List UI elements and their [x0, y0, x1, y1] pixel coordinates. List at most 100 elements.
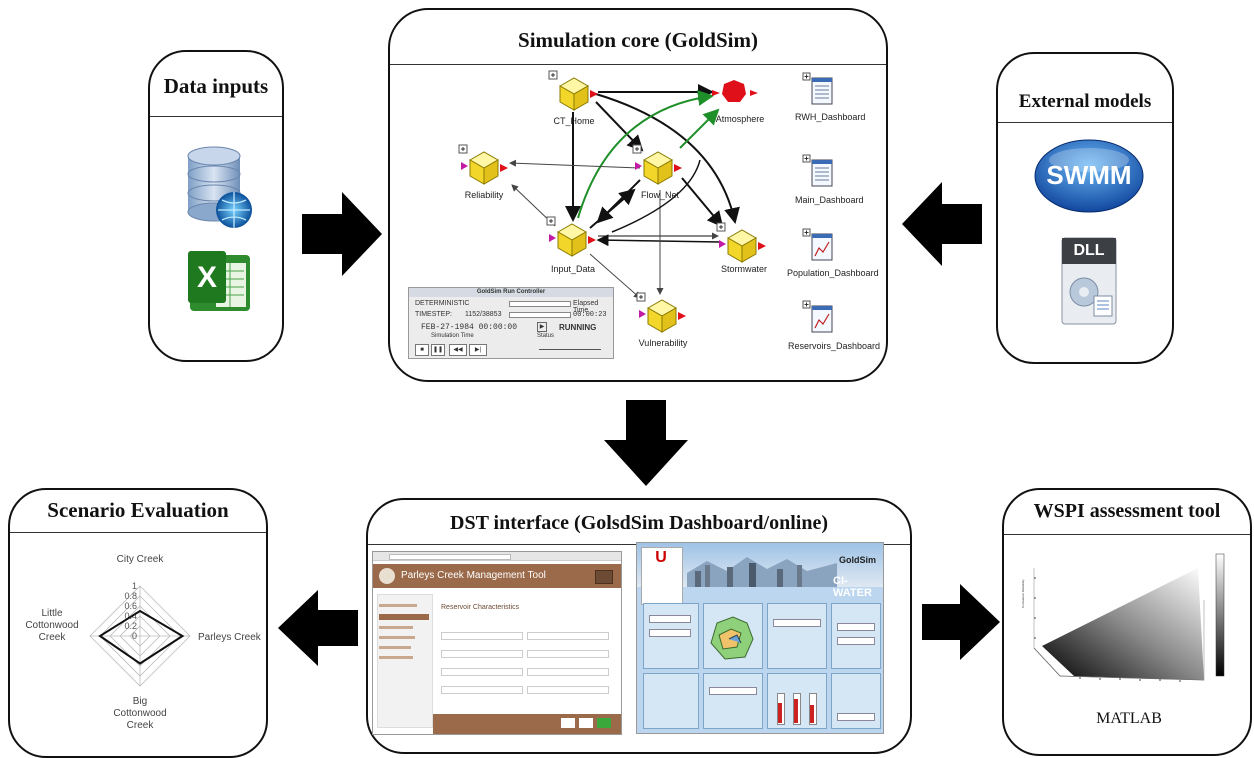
progress-bar [509, 301, 571, 307]
radar-series-line [98, 609, 185, 665]
progress-bar [509, 312, 571, 318]
data-inputs-title: Data inputs [163, 74, 269, 98]
gauge-fill [810, 705, 814, 723]
external-models-panel: External models SWMM DLL [996, 52, 1174, 364]
footer-button-primary[interactable] [597, 718, 611, 728]
goldsim-dashboard-screenshot: U GoldSim CI-WATER [636, 542, 884, 734]
link-flownet-atmos-green [679, 108, 720, 149]
form-input[interactable] [441, 686, 523, 694]
arrow-external-to-core [902, 182, 982, 266]
pause-button[interactable]: ❚❚ [431, 344, 445, 356]
divider [390, 64, 886, 65]
form-input[interactable] [441, 632, 523, 640]
tool-header [373, 564, 621, 588]
form-input[interactable] [527, 650, 609, 658]
dashboard-label-population: Population_Dashboard [787, 268, 879, 278]
status-label: Status [537, 333, 555, 339]
sidebar-item[interactable] [379, 626, 413, 629]
sidebar-item[interactable] [379, 636, 415, 639]
run-mode: DETERMINISTIC [415, 300, 470, 307]
node-ct-home-label: CT_Home [553, 116, 595, 126]
arrow-core-to-dst [604, 400, 688, 486]
address-bar [389, 554, 511, 560]
run-controller-title: GoldSim Run Controller [409, 288, 613, 297]
sidebar-item[interactable] [379, 656, 413, 659]
node-stormwater-label: Stormwater [720, 264, 767, 274]
link-input-atmos-green [577, 89, 714, 219]
form-input[interactable] [527, 668, 609, 676]
form-input[interactable] [441, 668, 523, 676]
tool-logo-icon [379, 568, 395, 584]
dll-file-icon [1061, 237, 1117, 325]
dashboard-button[interactable] [837, 713, 875, 721]
dashboard-button[interactable] [649, 629, 691, 637]
footer-button[interactable] [561, 718, 575, 728]
svg-text:X: X [197, 261, 217, 294]
speed-slider[interactable] [539, 349, 601, 350]
wspi-panel: WSPI assessment tool Cumulative Reliabil… [1002, 488, 1252, 756]
link-flownet-input-curve [611, 159, 701, 233]
node-reliability-label: Reliability [464, 190, 504, 200]
dashboard-button[interactable] [709, 687, 757, 695]
form-input[interactable] [527, 632, 609, 640]
stop-button[interactable]: ■ [415, 344, 429, 356]
external-models-title: External models [1018, 91, 1152, 112]
dashboard-icon [802, 300, 833, 333]
form-input[interactable] [441, 650, 523, 658]
play-icon[interactable]: ▶ [537, 322, 547, 332]
step-back-button[interactable]: ◀◀ [449, 344, 467, 356]
arrow-data-to-core [302, 192, 382, 276]
node-reliability-icon [458, 144, 508, 185]
link-storm-input [596, 234, 721, 247]
radar-category-label: Parleys Creek [198, 632, 262, 643]
dashboard-button[interactable] [837, 637, 875, 645]
tool-header-button[interactable] [595, 570, 613, 584]
sidebar-active-item[interactable] [379, 614, 429, 620]
wspi-title: WSPI assessment tool [1033, 500, 1221, 522]
simulation-core-title: Simulation core (GoldSim) [518, 28, 758, 52]
dashboard-label-reservoirs: Reservoirs_Dashboard [788, 341, 881, 351]
sidebar-item[interactable] [379, 604, 417, 607]
run-controller: GoldSim Run Controller DETERMINISTIC Ela… [408, 287, 614, 359]
skyline-icon [687, 557, 837, 587]
footer-button[interactable] [579, 718, 593, 728]
sidebar-item[interactable] [379, 646, 411, 649]
dashboard-button[interactable] [649, 615, 691, 623]
dashboard-button[interactable] [773, 619, 821, 627]
radar-category-label: City Creek [117, 554, 165, 565]
tool-title: Parleys Creek Management Tool [401, 570, 546, 581]
step-button[interactable]: ▶| [469, 344, 487, 356]
form-input[interactable] [527, 686, 609, 694]
radar-tick-label: 1 [132, 581, 137, 591]
swmm-logo-icon [1034, 139, 1144, 213]
node-input-data-icon [546, 216, 596, 257]
ci-water-logo: CI-WATER [833, 575, 872, 599]
node-atmosphere-label: Atmosphere [715, 114, 765, 124]
watershed-map-icon [710, 616, 754, 660]
scenario-evaluation-title: Scenario Evaluation [47, 498, 229, 522]
wspi-3d-surface: Cumulative Reliability [1021, 553, 1225, 682]
matlab-label: MATLAB [1096, 710, 1162, 727]
elapsed-label: Elapsed Time [573, 300, 599, 314]
radar-tick-label: 0.8 [124, 591, 137, 601]
dashboard-button[interactable] [837, 623, 875, 631]
link-input-vulnerability [589, 253, 641, 299]
link-flownet-reliability [509, 159, 641, 169]
database-icon [187, 146, 252, 228]
node-input-data-label: Input_Data [550, 264, 596, 274]
divider [1004, 534, 1250, 535]
excel-icon: X [188, 251, 250, 311]
arrow-dst-to-scenario [278, 590, 358, 666]
dashboard-icon [802, 72, 833, 105]
university-logo [641, 547, 683, 605]
node-ct-home-icon [548, 70, 598, 111]
link-flownet-storm [681, 177, 724, 228]
radar-tick-label: 0 [132, 631, 137, 641]
sim-date: FEB-27-1984 00:00:00 [421, 323, 518, 332]
svg-text:Cumulative Reliability: Cumulative Reliability [1021, 579, 1025, 608]
dashboard-section [643, 673, 699, 729]
sim-time-label: Simulation Time [431, 333, 474, 339]
